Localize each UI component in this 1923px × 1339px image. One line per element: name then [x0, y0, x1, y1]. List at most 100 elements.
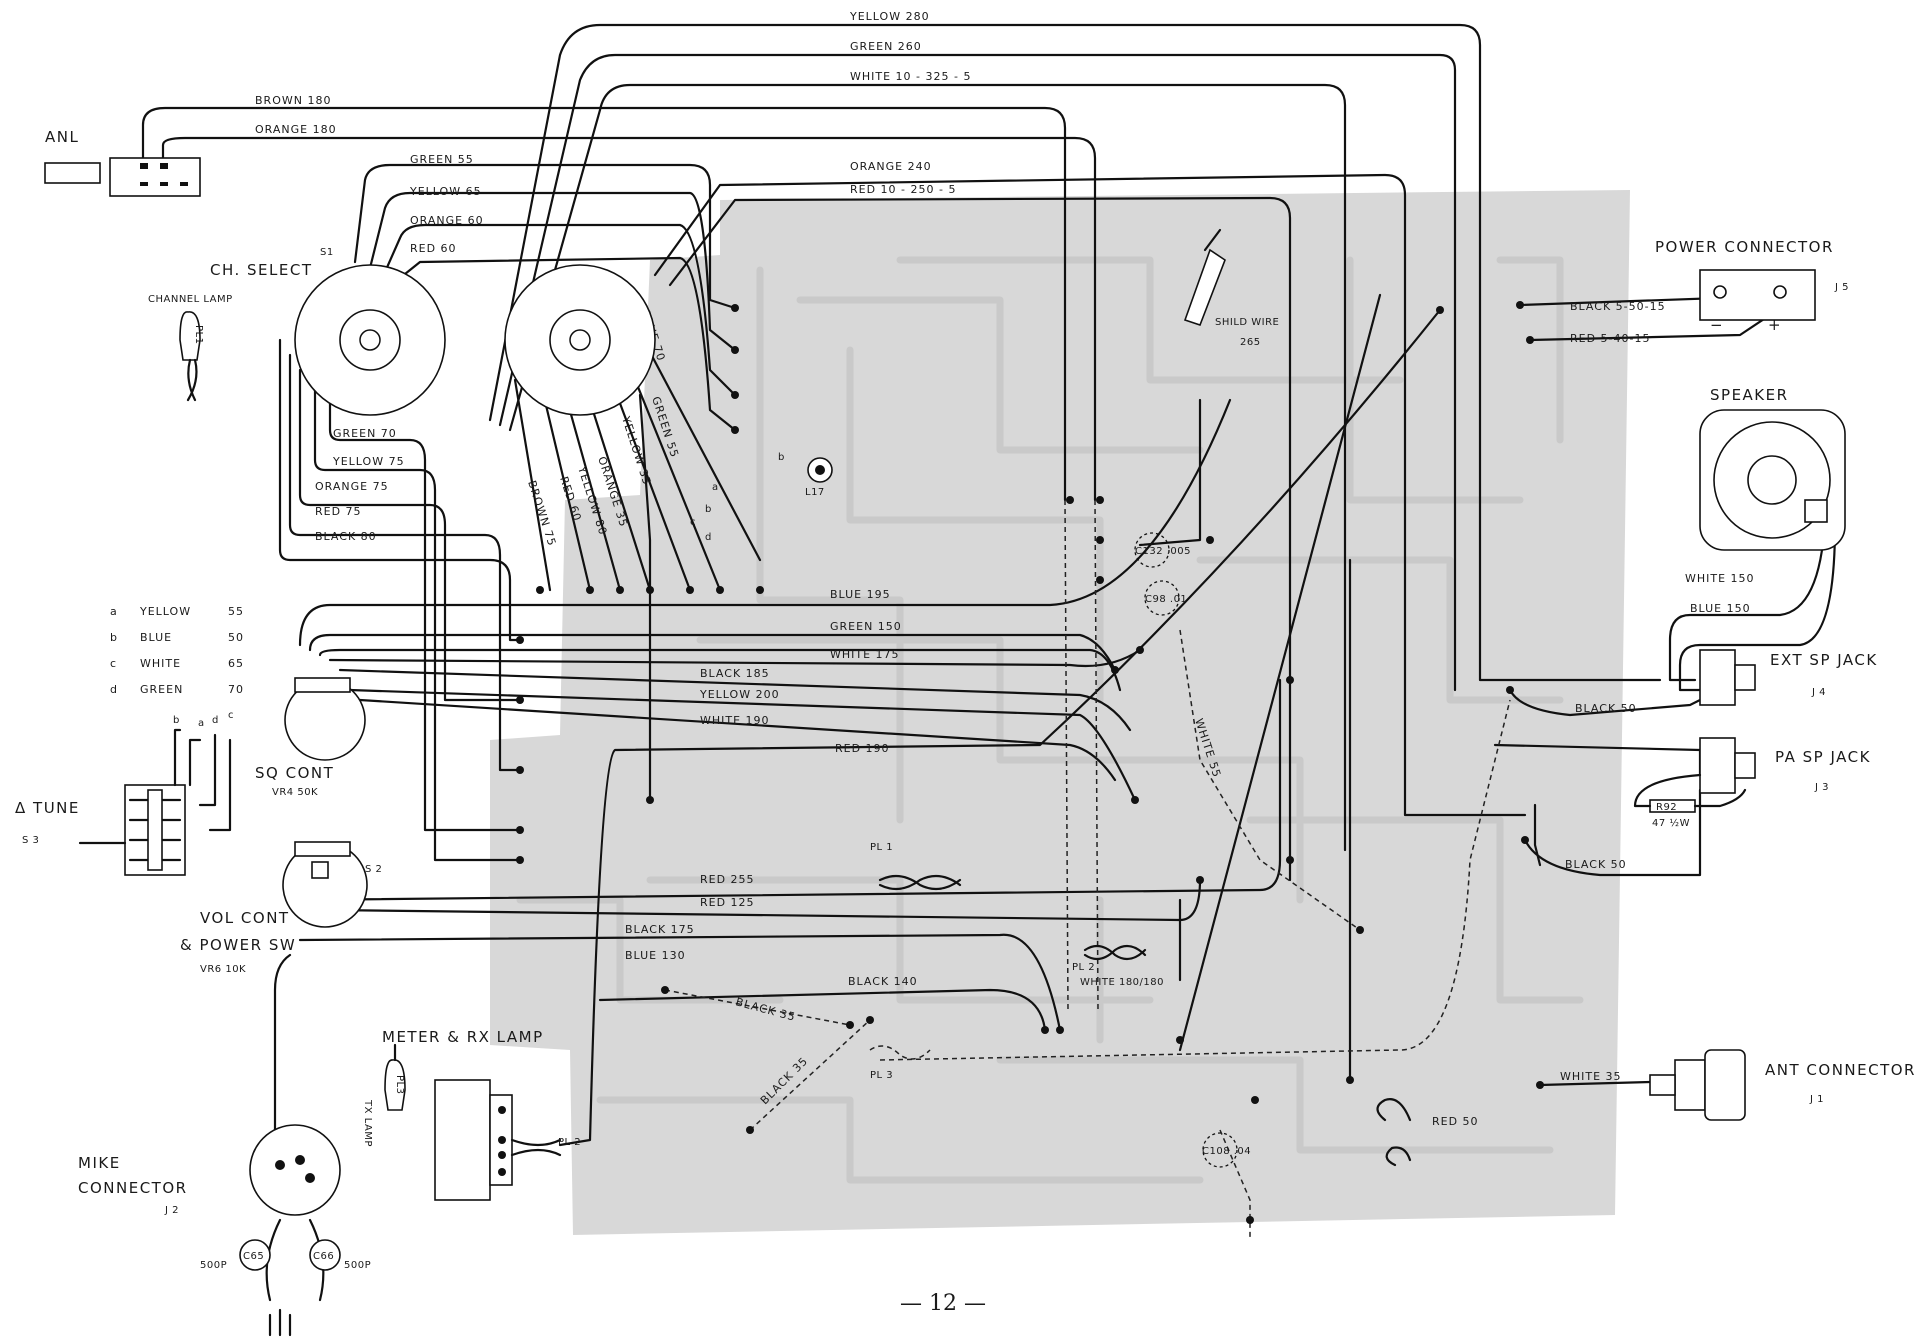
- wire-label: RED 125: [700, 896, 755, 909]
- wire-label: RED 5-40-15: [1570, 332, 1651, 345]
- channel-lamp: [179, 311, 201, 402]
- legend-key: c: [110, 657, 117, 670]
- legend-color: BLUE: [140, 631, 172, 644]
- channel-selector-switch: [294, 264, 446, 416]
- coil-l17: [807, 457, 833, 483]
- legend-color: WHITE: [140, 657, 181, 670]
- squelch-control: [284, 677, 366, 761]
- speaker: [1699, 409, 1846, 551]
- mark-label: c: [690, 517, 696, 528]
- tune-pin: d: [212, 715, 219, 726]
- band-switch: [504, 264, 656, 416]
- vr4-label: VR4 50K: [272, 787, 318, 798]
- shild-wire-length: 265: [1240, 337, 1261, 348]
- wire-label: BLACK 140: [848, 975, 918, 988]
- delta-tune-switch: [78, 728, 232, 876]
- pl1-lamp-label: PL1: [193, 325, 204, 344]
- j4-label: J 4: [1811, 687, 1826, 698]
- legend-length: 65: [228, 657, 244, 670]
- channel-lamp-label: CHANNEL LAMP: [148, 294, 233, 305]
- pa-sp-jack-label: PA SP JACK: [1775, 748, 1871, 766]
- wire-labels-s1: GREEN 55 YELLOW 65 ORANGE 60 RED 60 GREE…: [315, 153, 484, 543]
- wire-group-lower: [273, 293, 1382, 1172]
- wire-label: RED 75: [315, 505, 362, 518]
- wire-label: ORANGE 60: [410, 214, 484, 227]
- delta-tune-label: Δ TUNE: [15, 799, 80, 817]
- tune-pin: b: [173, 715, 180, 726]
- pl3-lamp-label: PL3: [394, 1075, 405, 1094]
- capacitor-c98: [1144, 580, 1180, 616]
- abcd-marks: a b c d: [690, 482, 719, 543]
- wire-label: ORANGE 240: [850, 160, 932, 173]
- red-hook-wire: [1376, 1098, 1412, 1167]
- legend-key: a: [110, 605, 118, 618]
- wire-label: GREEN 55: [410, 153, 474, 166]
- c65-value: 500P: [200, 1260, 227, 1271]
- legend-key: d: [110, 683, 118, 696]
- page-number: — 12 —: [900, 1291, 986, 1316]
- wire-label: WHITE 190: [700, 714, 770, 727]
- capacitor-c108: [1202, 1132, 1238, 1168]
- ant-connector-label: ANT CONNECTOR: [1765, 1061, 1916, 1079]
- wire-group-dashed: [664, 499, 1511, 1240]
- wire-labels-lower: RED 255 RED 125 BLACK 175 BLUE 130 BLACK…: [625, 873, 918, 988]
- pl2-mid-label: PL 2: [1072, 962, 1095, 973]
- power-connector-label: POWER CONNECTOR: [1655, 238, 1834, 256]
- wire-label: BLACK 50: [1575, 702, 1637, 715]
- ch-select-label: CH. SELECT: [210, 261, 313, 279]
- capacitor-c132: [1134, 532, 1170, 568]
- l17-label: L17: [805, 487, 825, 498]
- solder-pads: [516, 301, 1544, 1224]
- mike-connector: [249, 1124, 341, 1337]
- wire-label: BLUE 150: [1690, 602, 1751, 615]
- j2-label: J 2: [164, 1205, 179, 1216]
- wire-label: BROWN 180: [255, 94, 331, 107]
- wire-label: RED 255: [700, 873, 755, 886]
- vol-cont-label: VOL CONT: [200, 909, 290, 927]
- pl3-label: PL 3: [870, 1070, 893, 1081]
- c98-label: C98 .01: [1145, 594, 1187, 605]
- wire-label: YELLOW 75: [332, 455, 405, 468]
- anl-label: ANL: [45, 128, 79, 146]
- wire-label: YELLOW 200: [699, 688, 780, 701]
- wire-group-right: [1493, 296, 1837, 1087]
- wire-label: RED 10 - 250 - 5: [850, 183, 956, 196]
- mark-label: a: [712, 482, 719, 493]
- c66-label: C66: [313, 1251, 334, 1262]
- wire-group-middle: [298, 308, 1442, 1147]
- wire-label: ORANGE 75: [315, 480, 389, 493]
- legend-row: b BLUE 50: [110, 631, 243, 644]
- pl3-pigtail: [869, 1045, 931, 1060]
- capacitor-c65: [239, 1239, 271, 1271]
- legend-row: d GREEN 70: [110, 683, 243, 696]
- pl1-pigtail: [878, 874, 962, 891]
- j3-label: J 3: [1814, 782, 1829, 793]
- wire-group-s1: [278, 163, 737, 862]
- legend-row: a YELLOW 55: [110, 605, 244, 618]
- mike-label: MIKE: [78, 1154, 121, 1172]
- meter-rx-lamp: [434, 1079, 562, 1201]
- wire-label: BLACK 80: [315, 530, 377, 543]
- legend-row: c WHITE 65: [110, 657, 244, 670]
- wire-label: RED 60: [410, 242, 457, 255]
- wire-labels-middle: BLUE 195 GREEN 150 WHITE 175 BLACK 185 Y…: [699, 588, 902, 755]
- ext-speaker-jack: [1699, 649, 1756, 706]
- wire-label: BLACK 185: [700, 667, 770, 680]
- antenna-connector: [1649, 1049, 1746, 1121]
- wire-label: BLUE 130: [625, 949, 686, 962]
- plus-sign: +: [1768, 316, 1782, 334]
- vr6-label: VR6 10K: [200, 964, 246, 975]
- legend-length: 55: [228, 605, 244, 618]
- wire-label: BLACK 5-50-15: [1570, 300, 1666, 313]
- legend-color: YELLOW: [139, 605, 191, 618]
- power-sw-label: & POWER SW: [180, 936, 296, 954]
- mike-connector-label: CONNECTOR: [78, 1179, 188, 1197]
- wire-label: WHITE 150: [1685, 572, 1755, 585]
- wire-label: GREEN 150: [830, 620, 902, 633]
- meter-rx-lamp-label: METER & RX LAMP: [382, 1028, 544, 1046]
- tune-pin: a: [198, 718, 205, 729]
- sq-cont-label: SQ CONT: [255, 764, 334, 782]
- wire-label: RED 50: [1432, 1115, 1479, 1128]
- tx-lamp-label: TX LAMP: [362, 1099, 373, 1147]
- resistor-r92: [1633, 773, 1747, 813]
